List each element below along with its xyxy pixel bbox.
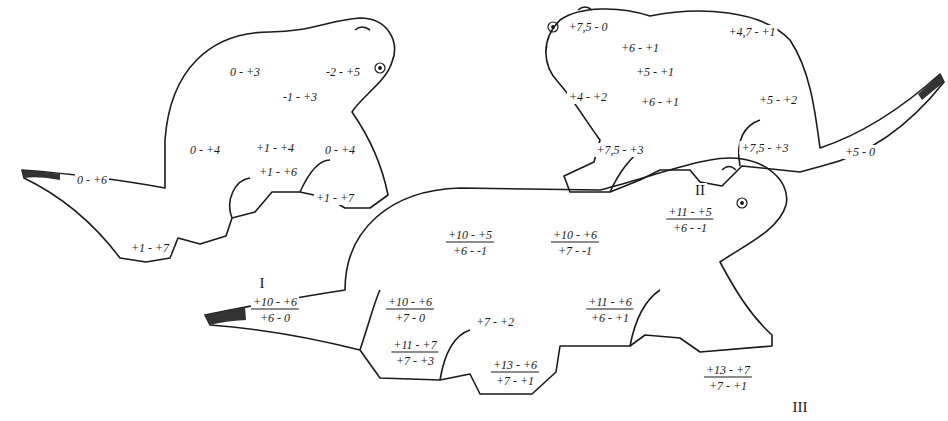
figure-number: II bbox=[693, 183, 707, 197]
temperature-range: +7 - +2 bbox=[474, 315, 516, 329]
temperature-range: +5 - +1 bbox=[634, 65, 676, 79]
temperature-range: +4,7 - +1 bbox=[726, 25, 777, 39]
temperature-range: +10 - +6 bbox=[251, 295, 299, 310]
temperature-range: +7,5 - +3 bbox=[594, 143, 645, 157]
temperature-range: +6 - +1 bbox=[619, 41, 661, 55]
temperature-range: -1 - +3 bbox=[281, 90, 319, 104]
temperature-range: +10 - +6 bbox=[386, 295, 434, 310]
figure-number: III bbox=[791, 400, 810, 414]
temperature-range: +11 - +6 bbox=[586, 295, 633, 310]
temperature-range: +6 - -1 bbox=[671, 221, 709, 235]
temperature-range: 0 - +4 bbox=[188, 143, 222, 157]
temperature-range: +1 - +6 bbox=[257, 165, 299, 179]
temperature-range: +7,5 - 0 bbox=[566, 20, 609, 34]
temperature-range: +1 - +7 bbox=[314, 191, 356, 205]
temperature-range: +5 - 0 bbox=[843, 145, 877, 159]
temperature-range: 0 - +6 bbox=[75, 173, 109, 187]
temperature-range: +6 - -1 bbox=[451, 244, 489, 258]
temperature-range: +6 - +1 bbox=[639, 95, 681, 109]
temperature-range: +6 - 0 bbox=[258, 311, 292, 325]
temperature-range: +7,5 - +3 bbox=[739, 141, 790, 155]
temperature-range: +7 - -1 bbox=[556, 244, 594, 258]
temperature-range: -2 - +5 bbox=[324, 65, 362, 79]
temperature-range: +11 - +7 bbox=[391, 338, 438, 353]
temperature-range: +7 - 0 bbox=[393, 311, 427, 325]
temperature-range: 0 - +3 bbox=[228, 65, 262, 79]
temperature-range: +1 - +4 bbox=[254, 141, 296, 155]
temperature-range: +13 - +6 bbox=[491, 358, 539, 373]
temperature-range: +10 - +6 bbox=[551, 228, 599, 243]
temperature-range: +13 - +7 bbox=[704, 363, 752, 378]
temperature-range: +7 - +3 bbox=[394, 354, 436, 368]
temperature-range: +7 - +1 bbox=[494, 374, 536, 388]
temperature-range: +5 - +2 bbox=[757, 93, 799, 107]
figure-number: I bbox=[258, 276, 267, 290]
temperature-range: +7 - +1 bbox=[707, 379, 749, 393]
temperature-range: +10 - +5 bbox=[446, 228, 494, 243]
temperature-range: 0 - +4 bbox=[323, 143, 357, 157]
temperature-range: +6 - +1 bbox=[589, 311, 631, 325]
temperature-range: +4 - +2 bbox=[567, 90, 609, 104]
temperature-range: +1 - +7 bbox=[129, 241, 171, 255]
temperature-range: +11 - +5 bbox=[666, 205, 713, 220]
